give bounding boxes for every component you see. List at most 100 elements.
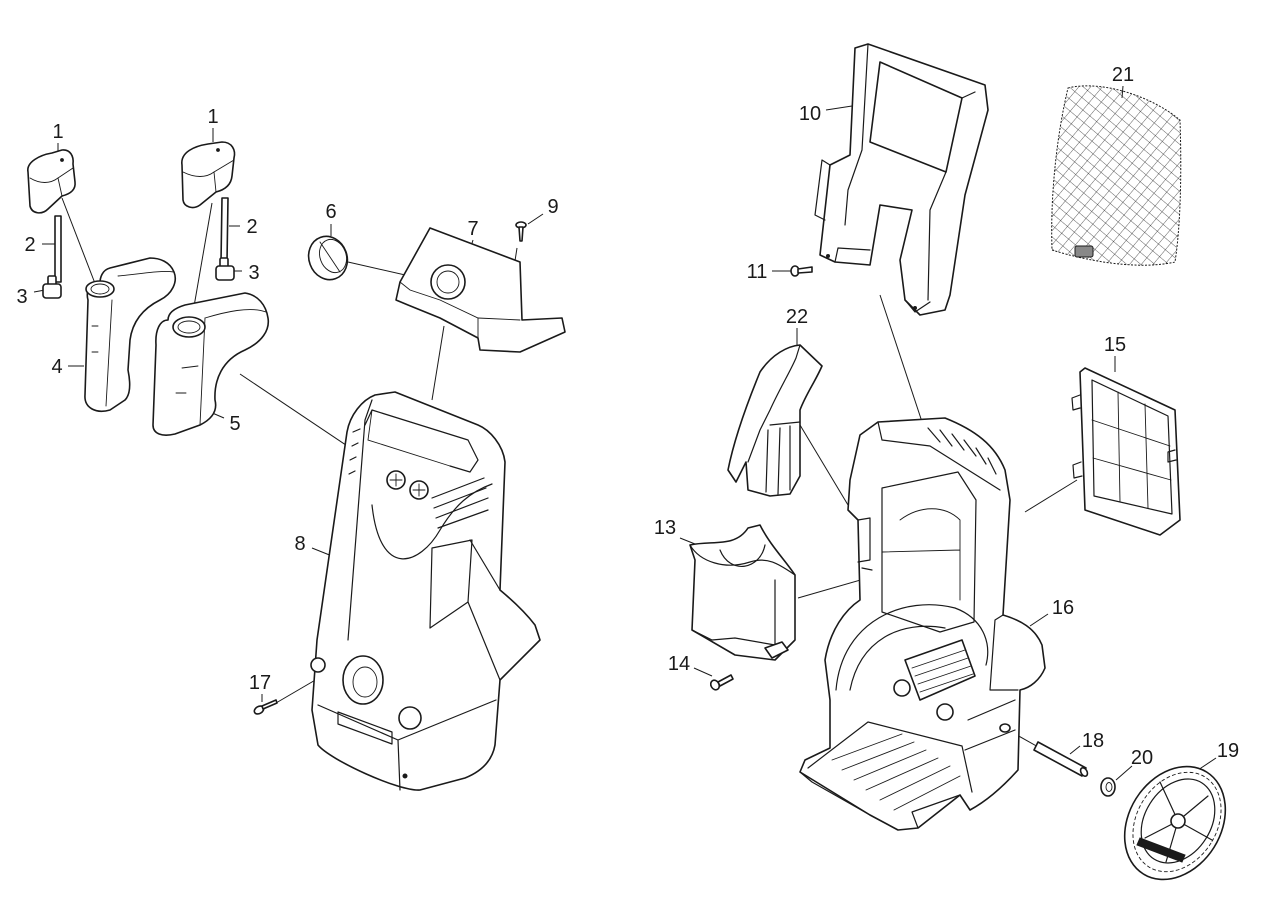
leader-line — [799, 424, 849, 506]
housing-outlet-inner — [352, 666, 378, 698]
body-boss — [893, 679, 911, 697]
tank-edge — [117, 271, 175, 277]
housing-outlet — [342, 655, 384, 705]
callout-label: 17 — [249, 672, 271, 694]
housing-dial-mark — [389, 473, 403, 487]
leader-line — [527, 213, 544, 225]
tank-edge — [199, 317, 206, 426]
grille-clip — [1071, 394, 1177, 479]
housing-front-edge — [347, 399, 373, 641]
part-6-knob — [307, 235, 349, 281]
leader-line — [1197, 757, 1217, 771]
handle-hole — [913, 306, 917, 310]
housing-recess-floor — [367, 409, 451, 467]
wheel-tread — [1132, 771, 1222, 873]
knob-ridge — [319, 241, 341, 273]
cover-hole-inner — [436, 270, 460, 294]
tank-scale-mark — [91, 325, 99, 353]
callout-label: 14 — [668, 653, 690, 675]
housing-recess — [364, 409, 479, 473]
part-2-rod-right — [220, 197, 229, 263]
body-motor-mount — [904, 639, 976, 701]
knob-face — [319, 238, 347, 274]
body-side-slot — [857, 517, 873, 571]
handle-hole — [826, 254, 830, 258]
callout-label: 6 — [325, 201, 336, 223]
cover-edge — [399, 281, 521, 321]
duct-edge — [747, 344, 801, 463]
body-base-tray — [807, 721, 973, 793]
part-19-wheel — [1123, 765, 1227, 881]
part-5-tank — [152, 292, 270, 436]
callout-label: 22 — [786, 306, 808, 328]
shroud-body — [689, 524, 796, 661]
body-rear-frame — [964, 614, 1019, 751]
cap-dot — [216, 148, 220, 152]
leader-line — [825, 105, 853, 111]
part-3-fitting-right — [215, 257, 235, 281]
housing-base-edge — [317, 699, 497, 791]
leader-line — [693, 667, 713, 677]
part-20-washer — [1100, 777, 1116, 797]
callout-label: 5 — [229, 413, 240, 435]
leader-line — [431, 325, 445, 401]
axle-end — [1079, 767, 1089, 777]
tank-edge — [204, 309, 267, 319]
leader-line — [61, 197, 97, 287]
housing-arch — [371, 483, 493, 560]
body-inner-opening — [881, 471, 977, 633]
cover-hole — [430, 264, 466, 300]
part-1-cap-right — [181, 141, 236, 209]
part-7-cover — [395, 227, 566, 353]
callout-label: 18 — [1082, 730, 1104, 752]
housing-vent — [431, 477, 489, 529]
part-22-duct — [727, 344, 823, 497]
shroud-top — [689, 544, 796, 576]
wheel-hub — [1170, 813, 1186, 829]
part-1-cap-left — [27, 149, 76, 214]
cap-dot — [60, 158, 64, 162]
part-11-screw — [790, 265, 813, 277]
washer-inner — [1105, 782, 1113, 792]
wheel-rim — [1140, 778, 1216, 864]
shroud-edge — [691, 579, 776, 656]
callout-label: 9 — [547, 196, 558, 218]
shroud-tab — [764, 641, 789, 659]
body-top-rim — [877, 421, 1001, 491]
fitting-body — [215, 265, 235, 281]
housing-side-vent — [348, 428, 361, 475]
tank-neck — [85, 280, 115, 298]
part-21-mesh-filter — [1051, 85, 1182, 266]
cap-edge — [57, 177, 63, 197]
callout-label: 21 — [1112, 64, 1134, 86]
screw-shaft — [797, 266, 813, 274]
housing-base-slot — [337, 711, 393, 745]
tank-neck — [172, 316, 206, 338]
callout-label: 1 — [52, 121, 63, 143]
leader-line — [1024, 479, 1078, 513]
callout-label: 8 — [294, 533, 305, 555]
callout-label: 11 — [747, 261, 768, 283]
screw-shaft — [518, 226, 524, 242]
part-9-screw — [515, 221, 527, 242]
wheel-logo-band — [1136, 837, 1186, 863]
body-boss — [936, 703, 954, 721]
part-17-screw — [253, 699, 278, 715]
leader-line — [1115, 765, 1133, 781]
knob-body — [307, 235, 349, 281]
part-15-grille — [1071, 367, 1181, 536]
fitting-body — [42, 283, 62, 299]
callout-label: 3 — [248, 262, 259, 284]
body-base-groove — [831, 733, 961, 811]
tank-neck-inner — [90, 283, 110, 295]
screw-shaft — [717, 674, 734, 687]
axle-rod — [1033, 741, 1087, 777]
part-14-screw — [709, 674, 734, 691]
callout-label: 1 — [207, 106, 218, 128]
body-wheel-well-inner — [849, 625, 946, 691]
duct-rib — [765, 421, 801, 495]
mesh-tab — [1074, 245, 1094, 258]
grille-frame — [1079, 367, 1181, 536]
wheel-spokes — [1144, 781, 1213, 863]
